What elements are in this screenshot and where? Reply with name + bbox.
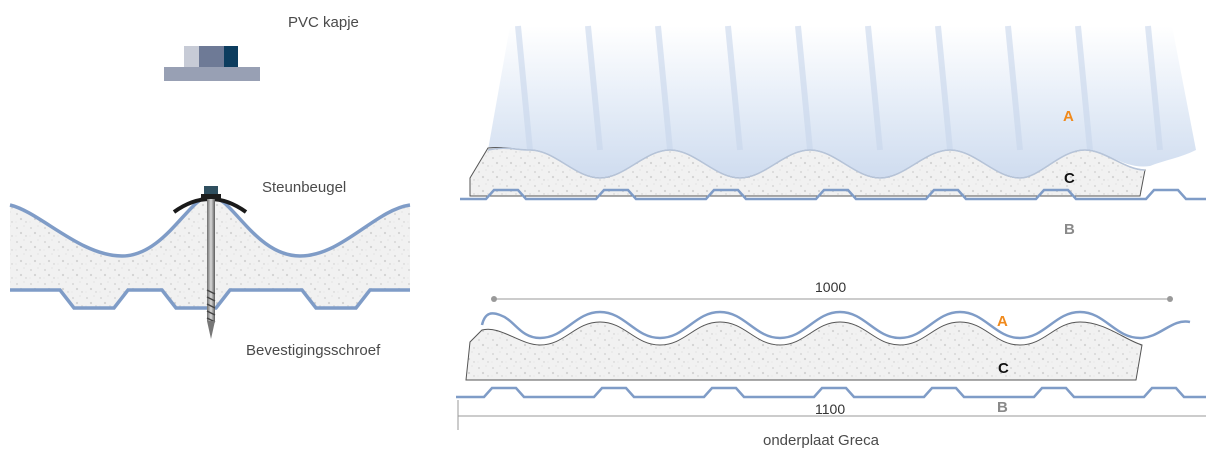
bottom-underlay-sheet bbox=[456, 386, 1206, 399]
top-clear-sheet-edge bbox=[487, 147, 1146, 179]
left-underlay-sheet bbox=[10, 288, 410, 310]
top-right-detail bbox=[460, 25, 1206, 201]
bottom-right-detail bbox=[456, 296, 1206, 430]
dimension-1100-label: 1100 bbox=[815, 401, 846, 417]
pvc-cap-label: PVC kapje bbox=[288, 14, 359, 31]
clear-sheet-rib bbox=[865, 25, 883, 151]
clear-sheet-rib bbox=[935, 25, 953, 151]
layer-a-label-top: A bbox=[1063, 108, 1074, 125]
clear-sheet-rib bbox=[655, 25, 673, 151]
fixing-screw-label: Bevestigingsschroef bbox=[246, 342, 381, 359]
clear-sheet-rib bbox=[1075, 25, 1093, 151]
pvc-cap-icon bbox=[164, 46, 260, 81]
clear-sheet-ribs bbox=[515, 25, 1163, 151]
underlay-label: onderplaat Greca bbox=[763, 432, 879, 449]
dimension-1000-label: 1000 bbox=[815, 279, 847, 295]
layer-c-label-bottom: C bbox=[998, 360, 1009, 377]
clear-sheet-rib bbox=[795, 25, 813, 151]
top-underlay-sheet bbox=[460, 188, 1206, 201]
layer-b-label-bottom: B bbox=[997, 399, 1008, 416]
clear-sheet-rib bbox=[725, 25, 743, 151]
bottom-top-sheet bbox=[480, 310, 1191, 340]
clear-sheet-rib bbox=[515, 25, 533, 151]
left-detail bbox=[9, 186, 411, 339]
support-bracket-label: Steunbeugel bbox=[262, 179, 347, 196]
clear-sheet-rib bbox=[585, 25, 603, 151]
bottom-foam-core bbox=[465, 321, 1143, 381]
layer-c-label-top: C bbox=[1064, 170, 1075, 187]
clear-sheet-rib bbox=[1145, 25, 1163, 151]
clear-sheet-rib bbox=[1005, 25, 1023, 151]
fixing-screw-icon bbox=[201, 186, 221, 339]
layer-a-label-bottom: A bbox=[997, 313, 1008, 330]
layer-b-label-top: B bbox=[1064, 221, 1075, 238]
